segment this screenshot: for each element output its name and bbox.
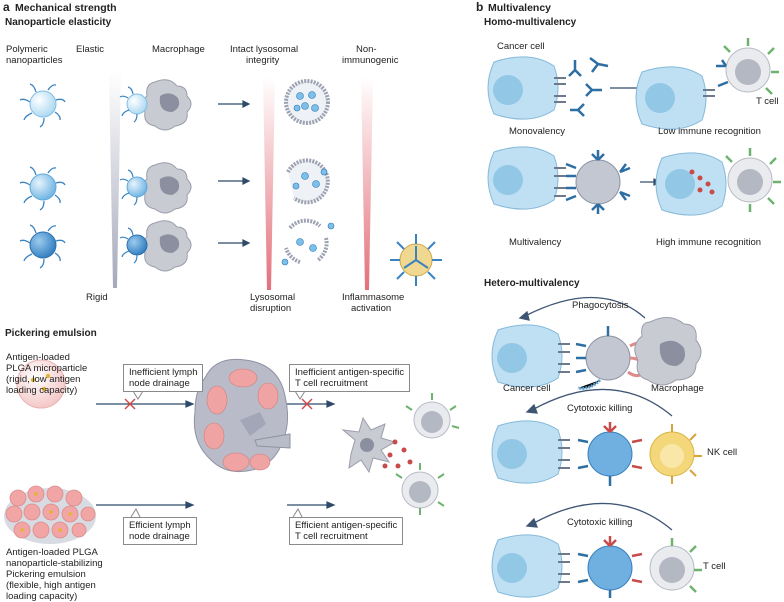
cancer-cell-nk [491,420,570,484]
cancer-cell-high [655,152,727,216]
macrophage-row-2 [119,162,192,214]
box-efficient-drainage: Efficient lymph node drainage [123,517,197,545]
hetero-nanoparticle-3 [577,536,643,598]
cytotoxic-arc-1 [525,388,673,417]
box-pointers [130,390,306,518]
box-efficient-drainage-line1: Efficient lymph [129,520,191,531]
cancer-cell-multi [487,146,559,210]
nanoparticle-rigid [19,224,66,269]
hetero-heading: Hetero-multivalency [484,278,580,289]
hetero-cancer-cell-label: Cancer cell [503,383,551,394]
box-efficient-recruit-line1: Efficient antigen-specific [295,520,398,531]
box-efficient-recruit-line2: T cell recruitment [295,531,368,542]
label-low-recognition: Low immune recognition [658,126,761,137]
label-disruption-line2: disruption [250,303,292,314]
free-antibodies [568,57,609,117]
label-high-recognition: High immune recognition [656,237,762,248]
pickering-emulsion [4,485,96,544]
panel-a-title: Mechanical strength [15,2,117,14]
arrows-pickering [96,400,336,509]
elasticity-heading: Nanoparticle elasticity [5,17,112,28]
col-lysosomal-line1: Intact lysosomal [230,44,299,55]
box-inefficient-recruit-line2: T cell recruitment [295,378,368,389]
label-disruption-line1: Lysosomal [250,292,296,303]
macrophage-row-1 [119,79,192,131]
hetero-macrophage-label: Macrophage [651,383,704,394]
emulsion-line5: loading capacity) [6,591,78,602]
panel-b-title: Multivalency [488,2,552,14]
label-inflammasome-line1: Inflammasome [342,292,405,303]
blocked-markers [124,398,313,410]
nanoparticle-elastic [19,83,66,128]
label-multivalency: Multivalency [509,237,562,248]
t-cell-top [405,393,460,439]
emulsion-line1: Antigen-loaded PLGA [6,547,98,558]
label-phagocytosis: Phagocytosis [572,300,629,311]
inflammasome [390,234,442,286]
lysosome-disrupted [281,218,335,266]
nk-cell [649,424,702,484]
box-inefficient-drainage: Inefficient lymph node drainage [123,364,204,392]
elastic-gradient-wedge [109,72,121,288]
homo-cancer-cell-label: Cancer cell [497,41,545,52]
macrophage-row-3 [119,220,192,272]
label-rigid: Rigid [86,292,108,303]
box-efficient-drainage-line2: node drainage [129,531,190,542]
multivalent-nanoparticle [554,150,631,214]
t-cell-high [725,148,781,212]
lysosome-partial [286,158,330,205]
nanoparticle-medium [19,166,66,211]
microparticle-line1: Antigen-loaded [6,352,70,363]
col-polymeric-line2: nanoparticles [6,55,63,66]
phagocytosis-arc [518,296,646,321]
box-efficient-recruit: Efficient antigen-specific T cell recrui… [289,517,404,545]
hetero-nanoparticle-2 [577,422,643,486]
lysosome-gradient-wedge [263,77,275,290]
cancer-cell-t [491,534,570,598]
lymph-node [193,358,291,473]
label-inflammasome-line2: activation [351,303,392,314]
panel-a-letter: a [3,0,10,14]
t-cell-hetero [649,538,702,593]
label-cytotoxic-1: Cytotoxic killing [567,403,633,414]
label-monovalency: Monovalency [509,126,565,137]
t-cell-low [716,38,779,95]
box-inefficient-drainage-line1: Inefficient lymph [129,367,198,378]
t-cell-bottom [395,463,445,515]
microparticle-line3: (rigid, low antigen [6,374,81,385]
col-nonimmuno-line1: Non- [356,44,377,55]
lysosome-intact [284,79,330,125]
arrows-elasticity [218,100,251,247]
homo-t-cell-label: T cell [756,96,779,107]
hetero-nk-cell-label: NK cell [707,447,738,458]
pickering-heading: Pickering emulsion [5,328,97,339]
box-inefficient-recruit-line1: Inefficient antigen-specific [295,367,405,378]
antigen-presenting-cell [341,416,397,474]
microparticle-line2: PLGA microparticle [6,363,88,374]
label-cytotoxic-2: Cytotoxic killing [567,517,633,528]
hetero-t-cell-label: T cell [703,561,726,572]
cytotoxic-arc-2 [525,502,673,531]
col-elastic: Elastic [76,44,104,55]
col-lysosomal-line2: integrity [246,55,280,66]
antigen-dots [382,439,413,469]
cancer-cell-mono [487,56,566,120]
emulsion-line4: (flexible, high antigen [6,580,96,591]
col-polymeric-line1: Polymeric [6,44,48,55]
homo-heading: Homo-multivalency [484,17,577,28]
box-inefficient-recruit: Inefficient antigen-specific T cell recr… [289,364,411,392]
immunogenic-gradient-wedge [361,77,373,290]
emulsion-line3: Pickering emulsion [6,569,86,580]
panel-b-letter: b [476,0,484,14]
cancer-cell-low [635,66,715,130]
cancer-cell-phago [491,324,570,388]
box-inefficient-drainage-line2: node drainage [129,378,190,389]
microparticle-line4: loading capacity) [6,385,78,396]
col-macrophage: Macrophage [152,44,205,55]
macrophage-hetero [634,317,702,386]
plga-microparticle [16,359,66,409]
col-nonimmuno-line2: immunogenic [342,55,399,66]
emulsion-line2: nanoparticle-stabilizing [6,558,103,569]
